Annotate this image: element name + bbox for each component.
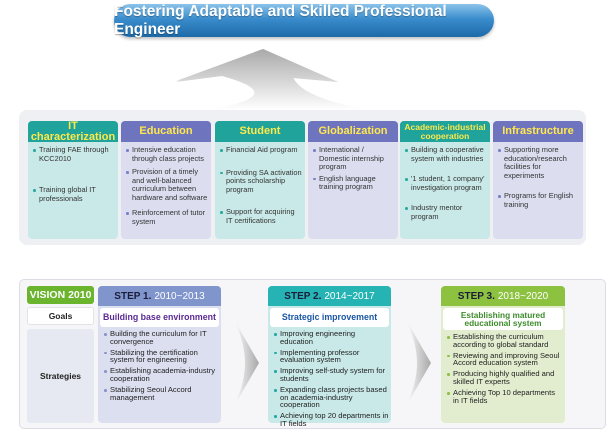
pillar-education: Education Intensive education through cl… [121, 121, 211, 239]
step-years: 2010~2013 [154, 290, 205, 302]
step-header: STEP 3. 2018~2020 [441, 286, 565, 306]
pillar-title: Globalization [308, 121, 398, 142]
strategy-item: Implementing professor evaluation system [273, 348, 389, 364]
strategy-item: Building the curriculum for IT convergen… [103, 330, 219, 345]
pillar-item: '1 student, 1 company' investigation pro… [404, 174, 488, 192]
pillar-item: Training global IT professionals [32, 185, 116, 203]
strategy-item: Expanding class projects based on academ… [273, 386, 389, 409]
strategy-item: Reviewing and improving Seoul Accord edu… [446, 351, 563, 367]
step-header: STEP 1. 2010~2013 [98, 286, 221, 306]
step-years: 2014~2017 [324, 290, 375, 302]
pillar-item: Providing SA activation points scholarsh… [219, 168, 303, 195]
pillar-title: Infrastructure [493, 121, 583, 142]
strategy-item: Improving engineering education [273, 330, 389, 345]
step-3: STEP 3. 2018~2020 Establishing matured e… [441, 286, 565, 423]
strategy-item: Producing highly qualified and skilled I… [446, 370, 563, 385]
step-number: STEP 1. [114, 290, 152, 302]
pillar-title: Student [215, 121, 305, 142]
pillar-item: Building a cooperative system with indus… [404, 145, 488, 163]
step-1: STEP 1. 2010~2013 Building base environm… [98, 286, 221, 423]
step-goal: Establishing matured educational system [443, 308, 563, 330]
pillar-item: Provision of a timely and well-balanced … [125, 167, 209, 202]
pillars-panel: IT characterization Training FAE through… [19, 110, 586, 245]
pillar-title: Education [121, 121, 211, 142]
pillar-item: Financial Aid program [219, 145, 303, 155]
step-goal: Building base environment [100, 308, 219, 327]
pillar-item: Support for acquiring IT certifications [219, 207, 303, 225]
chevron-right-icon [405, 318, 431, 408]
step-number: STEP 3. [457, 290, 495, 302]
step-number: STEP 2. [284, 290, 322, 302]
strategy-item: Establishing academia-industry cooperati… [103, 367, 219, 382]
chevron-right-icon [233, 318, 259, 408]
strategy-item: Stabilizing the certification system for… [103, 348, 219, 364]
up-arrow-icon [176, 49, 375, 110]
pillar-item: International / Domestic internship prog… [312, 145, 396, 172]
pillar-academic-industrial-cooperation: Academic-industrial cooperation Building… [400, 121, 490, 239]
pillar-infrastructure: Infrastructure Supporting more education… [493, 121, 583, 239]
strategy-item: Achieving top 20 departments in IT field… [273, 412, 389, 427]
strategy-item: Stabilizing Seoul Accord management [103, 386, 219, 401]
pillar-it-characterization: IT characterization Training FAE through… [28, 120, 118, 239]
pillar-item: Intensive education through class projec… [125, 145, 209, 163]
strategies-label: Strategies [27, 329, 94, 423]
roadmap-panel: VISION 2010 Goals Strategies STEP 1. 201… [19, 279, 606, 429]
pillar-item: Reinforcement of tutor system [125, 208, 209, 226]
vision-label: VISION 2010 [27, 286, 94, 304]
pillar-item: Industry mentor program [404, 203, 488, 221]
strategy-item: Achieving Top 10 departments in IT field… [446, 389, 563, 404]
strategy-item: Establishing the curriculum according to… [446, 333, 563, 348]
goals-label: Goals [27, 307, 94, 325]
pillar-title: Academic-industrial cooperation [400, 121, 490, 142]
strategy-item: Improving self-study system for students [273, 367, 389, 382]
pillar-title: IT characterization [28, 120, 118, 142]
step-goal: Strategic improvement [270, 308, 389, 327]
step-years: 2018~2020 [497, 290, 549, 302]
pillar-item: Programs for English training [497, 191, 581, 209]
pillar-item: Training FAE through KCC2010 [32, 145, 116, 163]
title-banner: Fostering Adaptable and Skilled Professi… [114, 3, 494, 38]
pillar-student: Student Financial Aid program Providing … [215, 121, 305, 239]
step-header: STEP 2. 2014~2017 [268, 286, 391, 306]
pillar-item: English language training program [312, 174, 396, 192]
step-2: STEP 2. 2014~2017 Strategic improvement … [268, 286, 391, 427]
pillar-item: Supporting more education/research facil… [497, 145, 581, 180]
pillar-globalization: Globalization International / Domestic i… [308, 121, 398, 239]
